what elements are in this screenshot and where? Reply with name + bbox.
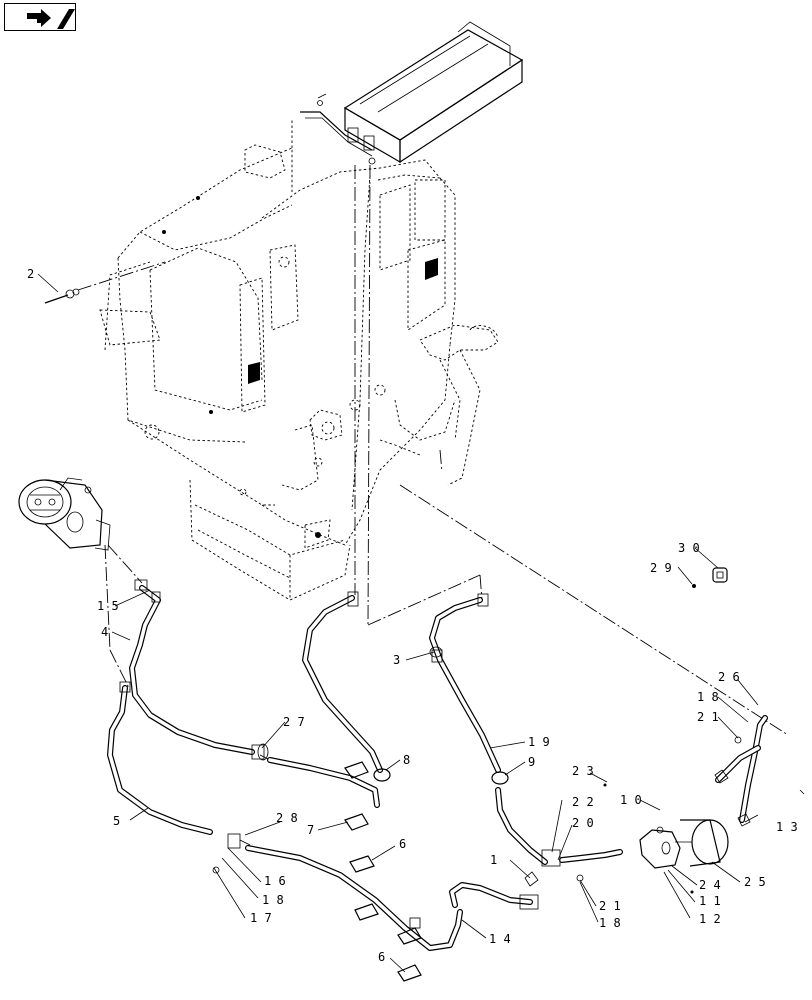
callout-6-upper[interactable]: 6 <box>399 837 406 851</box>
callout-11[interactable]: 1 1 <box>699 894 721 908</box>
mounting-bolt <box>44 288 80 304</box>
callout-21-right[interactable]: 2 1 <box>697 710 719 724</box>
callout-27[interactable]: 2 7 <box>283 715 305 729</box>
ac-compressor <box>18 477 111 551</box>
callout-26[interactable]: 2 6 <box>718 670 740 684</box>
pressure-switch <box>692 567 728 588</box>
callout-2[interactable]: 2 <box>27 267 34 281</box>
callout-19[interactable]: 1 9 <box>528 735 550 749</box>
cab-frame <box>99 118 499 601</box>
callout-10[interactable]: 1 0 <box>620 793 642 807</box>
callout-21-middle[interactable]: 2 1 <box>599 899 621 913</box>
callout-25[interactable]: 2 5 <box>744 875 766 889</box>
edge-mark <box>799 789 805 795</box>
receiver-drier <box>639 819 729 869</box>
hoses <box>107 585 768 951</box>
leader-lines <box>37 273 759 973</box>
callout-12[interactable]: 1 2 <box>699 912 721 926</box>
callout-17[interactable]: 1 7 <box>250 911 272 925</box>
callout-1[interactable]: 1 <box>490 853 497 867</box>
callout-18-left[interactable]: 1 8 <box>262 893 284 907</box>
callout-18-middle[interactable]: 1 8 <box>599 916 621 930</box>
callout-8[interactable]: 8 <box>403 753 410 767</box>
callout-20[interactable]: 2 0 <box>572 816 594 830</box>
callout-30[interactable]: 3 0 <box>678 541 700 555</box>
back-arrow-icon <box>27 9 75 29</box>
callout-22[interactable]: 2 2 <box>572 795 594 809</box>
callout-23[interactable]: 2 3 <box>572 764 594 778</box>
callout-28[interactable]: 2 8 <box>276 811 298 825</box>
callout-5[interactable]: 5 <box>113 814 120 828</box>
callout-labels: 1 2 3 4 5 6 6 7 8 9 1 0 1 1 1 2 1 3 1 4 … <box>27 267 798 964</box>
callout-14[interactable]: 1 4 <box>489 932 511 946</box>
callout-29[interactable]: 2 9 <box>650 561 672 575</box>
callout-7[interactable]: 7 <box>307 823 314 837</box>
callout-4[interactable]: 4 <box>101 625 108 639</box>
center-lines <box>77 164 789 846</box>
callout-24[interactable]: 2 4 <box>699 878 721 892</box>
callout-15[interactable]: 1 5 <box>97 599 119 613</box>
callout-13[interactable]: 1 3 <box>776 820 798 834</box>
callout-9[interactable]: 9 <box>528 755 535 769</box>
hose-clamps <box>257 646 509 982</box>
callout-16[interactable]: 1 6 <box>264 874 286 888</box>
callout-6-lower[interactable]: 6 <box>378 950 385 964</box>
navigation-back-button[interactable] <box>4 3 76 31</box>
heater-core-unit <box>300 21 524 165</box>
callout-3[interactable]: 3 <box>393 653 400 667</box>
callout-18-right[interactable]: 1 8 <box>697 690 719 704</box>
